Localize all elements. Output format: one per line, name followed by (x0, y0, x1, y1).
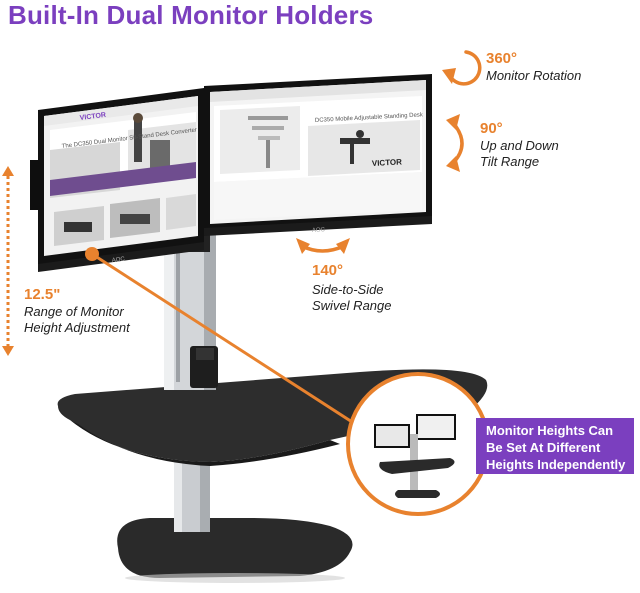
left-monitor-brand: AOC (112, 256, 126, 264)
height-arrow-icon (2, 166, 14, 356)
callout-line1: Monitor Heights Can (486, 423, 614, 438)
tilt-value: 90° (480, 120, 503, 137)
callout-box: Monitor Heights Can Be Set At Different … (476, 418, 634, 474)
height-value: 12.5" (24, 286, 61, 303)
left-monitor-logo: VICTOR (79, 112, 106, 122)
rotation-arrow-icon (442, 50, 482, 86)
tilt-label-line2: Tilt Range (480, 154, 540, 169)
swivel-label-line1: Side-to-Side (312, 282, 384, 297)
callout-line3: Heights Independently (486, 457, 626, 472)
height-label-line1: Range of Monitor (24, 304, 124, 319)
left-monitor (30, 88, 204, 272)
callout-line2: Be Set At Different (486, 440, 601, 455)
zoom-inset (346, 372, 490, 516)
swivel-label-line2: Swivel Range (312, 298, 392, 313)
rotation-label: Monitor Rotation (486, 68, 582, 83)
right-monitor-heading: DC350 Mobile Adjustable Standing Desk (315, 112, 424, 124)
tilt-arrow-icon (446, 114, 464, 172)
page-title: Built-In Dual Monitor Holders (8, 0, 374, 30)
swivel-arrow-icon (296, 238, 350, 254)
height-label-line2: Height Adjustment (24, 320, 130, 335)
right-monitor (204, 74, 432, 236)
rotation-value: 360° (486, 50, 518, 67)
desk-base (117, 518, 353, 578)
callout-connector (91, 252, 381, 442)
right-monitor-logo: VICTOR (372, 157, 403, 168)
swivel-value: 140° (312, 262, 344, 279)
right-monitor-brand: AOC (312, 227, 326, 234)
tilt-label-line1: Up and Down (480, 138, 559, 153)
